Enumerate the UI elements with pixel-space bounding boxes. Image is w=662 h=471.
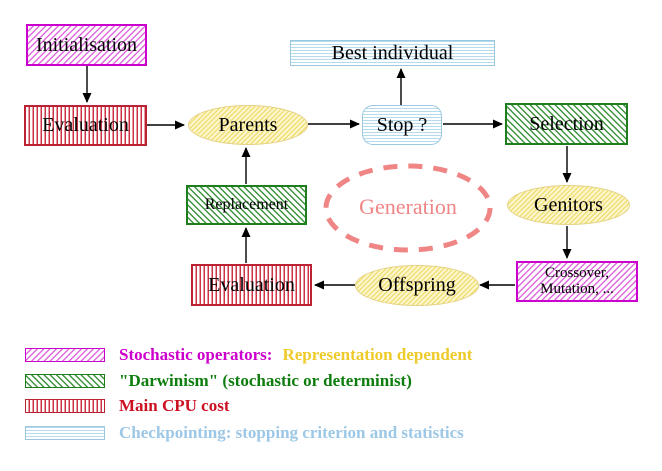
node-offspring: Offspring [355, 265, 479, 306]
legend-row-cpu-cost: Main CPU cost [25, 396, 229, 416]
generation-label: Generation [359, 194, 457, 219]
legend-label-darwinism: "Darwinism" (stochastic or determinist) [119, 371, 412, 390]
node-crossover-mutation: Crossover, Mutation, ... [516, 261, 638, 302]
node-replacement: Replacement [186, 185, 307, 225]
crossover-line1: Crossover, [545, 264, 609, 281]
node-stop: Stop ? [362, 105, 442, 145]
node-best-individual: Best individual [290, 40, 495, 66]
node-initialisation: Initialisation [26, 24, 147, 66]
legend-row-stochastic: Stochastic operators: Representation dep… [25, 345, 472, 365]
legend-label-representation-dependent: Representation dependent [282, 345, 473, 364]
node-evaluation-top: Evaluation [24, 105, 147, 146]
node-parents: Parents [188, 105, 308, 145]
legend-row-darwinism: "Darwinism" (stochastic or determinist) [25, 371, 412, 391]
legend-swatch-magenta-hatch [25, 348, 105, 362]
legend-swatch-blue-stripes [25, 426, 105, 440]
node-selection: Selection [505, 103, 628, 145]
legend-label-main-cpu-cost: Main CPU cost [119, 396, 230, 415]
legend-swatch-green-hatch [25, 374, 105, 388]
crossover-line2: Mutation, ... [540, 280, 614, 297]
legend-swatch-red-stripes [25, 399, 105, 413]
legend-label-checkpointing: Checkpointing: stopping criterion and st… [119, 423, 464, 442]
node-genitors: Genitors [507, 185, 630, 225]
legend-label-stochastic-operators: Stochastic operators: [119, 345, 273, 364]
legend-row-checkpointing: Checkpointing: stopping criterion and st… [25, 423, 464, 443]
node-evaluation-bottom: Evaluation [191, 264, 312, 306]
